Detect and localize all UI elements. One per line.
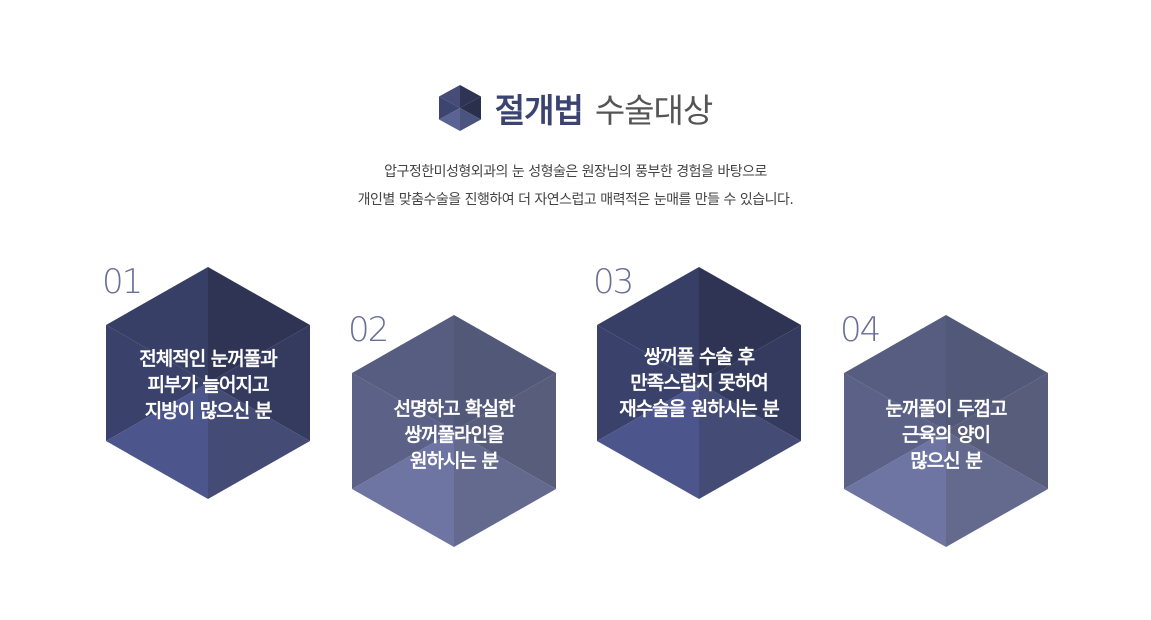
card-text-line: 원하시는 분	[409, 450, 499, 472]
card-text-line: 많으신 분	[910, 450, 983, 472]
card-01: 01 전체적인 눈꺼풀과 피부가 늘어지고 지방이 많으신 분	[102, 262, 310, 502]
card-text: 전체적인 눈꺼풀과 피부가 늘어지고 지방이 많으신 분	[106, 346, 310, 424]
card-text-line: 눈꺼풀이 두껍고	[885, 398, 1008, 420]
card-04: 04 눈꺼풀이 두껍고 근육의 양이 많으신 분	[840, 310, 1048, 550]
card-text-line: 쌍꺼풀라인을	[404, 424, 505, 446]
hexagon-shape	[352, 315, 556, 547]
hexagon-shape	[597, 267, 801, 499]
card-text-line: 선명하고 확실한	[393, 398, 516, 420]
card-text: 쌍꺼풀 수술 후 만족스럽지 못하여 재수술을 원하시는 분	[597, 344, 801, 422]
card-number: 03	[593, 262, 634, 302]
hexagon-shape	[844, 315, 1048, 547]
card-text-line: 만족스럽지 못하여	[630, 372, 768, 394]
card-02: 02 선명하고 확실한 쌍꺼풀라인을 원하시는 분	[348, 310, 556, 550]
card-number: 02	[348, 310, 389, 350]
description-line: 압구정한미성형외과의 눈 성형술은 원장님의 풍부한 경험을 바탕으로	[384, 164, 767, 180]
hexagon-icon	[438, 85, 481, 131]
card-text-line: 근육의 양이	[901, 424, 991, 446]
card-text: 선명하고 확실한 쌍꺼풀라인을 원하시는 분	[352, 396, 556, 474]
card-text-line: 지방이 많으신 분	[144, 400, 273, 422]
card-text: 눈꺼풀이 두껍고 근육의 양이 많으신 분	[844, 396, 1048, 474]
title-light: 수술대상	[594, 91, 713, 130]
section-title: 절개법 수술대상	[0, 84, 1151, 132]
card-text-line: 재수술을 원하시는 분	[619, 398, 780, 420]
card-number: 01	[102, 262, 143, 302]
card-text-line: 피부가 늘어지고	[147, 374, 270, 396]
description: 압구정한미성형외과의 눈 성형술은 원장님의 풍부한 경험을 바탕으로 개인별 …	[0, 158, 1151, 214]
description-line: 개인별 맞춤수술을 진행하여 더 자연스럽고 매력적은 눈매를 만들 수 있습니…	[357, 192, 794, 208]
card-text-line: 전체적인 눈꺼풀과	[139, 348, 277, 370]
title-bold: 절개법	[494, 91, 584, 130]
card-text-line: 쌍꺼풀 수술 후	[643, 346, 755, 368]
card-03: 03 쌍꺼풀 수술 후 만족스럽지 못하여 재수술을 원하시는 분	[593, 262, 801, 502]
card-number: 04	[840, 310, 881, 350]
hexagon-shape	[106, 267, 310, 499]
